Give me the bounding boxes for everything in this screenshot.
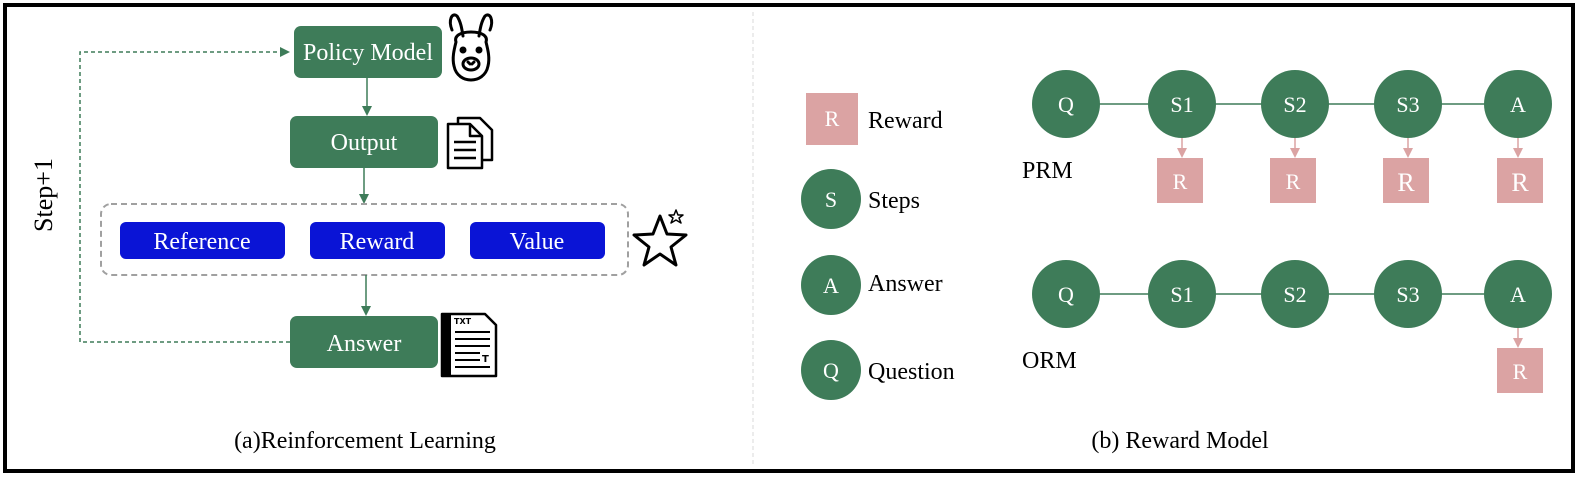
signals-container [100,203,629,276]
legend-answer-letter: A [823,273,839,298]
step-loop-arrow [79,47,290,343]
orm-node-q-label: Q [1058,282,1074,307]
prm-node-q-label: Q [1058,92,1074,117]
answer-box [290,316,438,368]
reward-box [310,222,445,259]
txt-icon-t: T [482,354,489,365]
prm-node-a-label: A [1510,92,1526,117]
prm-node-q: Q [1032,70,1100,138]
prm-reward-a: R [1497,158,1543,203]
value-box [470,222,605,259]
legend-item-reward: R Reward [806,93,943,145]
value-label: Value [510,229,565,255]
llama-icon [448,13,494,82]
policy-model-box [294,26,442,78]
orm-reward-a-label: R [1513,359,1528,384]
step-label: Step+1 [29,158,58,232]
policy-model-label: Policy Model [303,40,433,66]
prm-label: PRM [1022,158,1073,184]
answer-label: Answer [327,331,402,357]
rl-caption: (a)Reinforcement Learning [234,428,496,454]
legend-reward-label: Reward [868,108,943,134]
orm-reward-a: R [1497,348,1543,393]
orm-node-q: Q [1032,260,1100,328]
txt-icon-label: TXT [454,317,472,326]
legend-question-letter: Q [823,358,839,383]
legend-steps-letter: S [825,187,837,212]
legend-steps-label: Steps [868,188,920,214]
prm-reward-s2: R [1270,158,1316,203]
prm-node-s1: S1 [1148,70,1216,138]
reference-label: Reference [153,229,250,255]
reference-box [120,222,285,259]
prm-reward-s1: R [1157,158,1203,203]
orm-node-a-label: A [1510,282,1526,307]
prm-reward-a-label: R [1511,168,1529,197]
rm-caption: (b) Reward Model [1091,428,1269,454]
prm-node-a: A [1484,70,1552,138]
prm-node-s2: S2 [1261,70,1329,138]
rl-panel: Step+1 Policy Model Output [29,13,688,454]
prm-reward-arrows [1177,138,1523,158]
legend-item-answer: A Answer [801,255,943,315]
orm-row: Q S1 S2 S3 A R ORM [1022,260,1552,393]
txt-file-icon: TXT T [440,312,498,378]
prm-node-s3-label: S3 [1396,92,1419,117]
output-label: Output [331,130,398,156]
prm-node-s1-label: S1 [1170,92,1193,117]
legend-reward-letter: R [825,106,840,131]
orm-label: ORM [1022,348,1077,374]
reward-label: Reward [340,229,415,255]
output-box [290,116,438,168]
rm-panel: R Reward S Steps A Answer Q Question [801,70,1552,454]
prm-node-s3: S3 [1374,70,1442,138]
legend: R Reward S Steps A Answer Q Question [801,93,955,400]
orm-node-s1-label: S1 [1170,282,1193,307]
prm-row: Q S1 S2 S3 A [1022,70,1552,203]
legend-answer-swatch [801,255,861,315]
orm-node-s2: S2 [1261,260,1329,328]
orm-node-s1: S1 [1148,260,1216,328]
prm-node-s2-label: S2 [1283,92,1306,117]
prm-reward-s3: R [1383,158,1429,203]
prm-reward-s2-label: R [1286,169,1301,194]
legend-question-swatch [801,340,861,400]
legend-answer-label: Answer [868,271,943,297]
legend-question-label: Question [868,359,955,385]
star-icon [632,209,688,267]
figure-border [3,3,1575,473]
prm-reward-s1-label: R [1173,169,1188,194]
prm-reward-s3-label: R [1397,168,1415,197]
legend-item-question: Q Question [801,340,955,400]
orm-node-a: A [1484,260,1552,328]
legend-steps-swatch [801,169,861,229]
orm-node-s2-label: S2 [1283,282,1306,307]
legend-item-steps: S Steps [801,169,920,229]
legend-reward-swatch [806,93,858,145]
documents-icon [446,116,494,170]
orm-node-s3-label: S3 [1396,282,1419,307]
orm-node-s3: S3 [1374,260,1442,328]
